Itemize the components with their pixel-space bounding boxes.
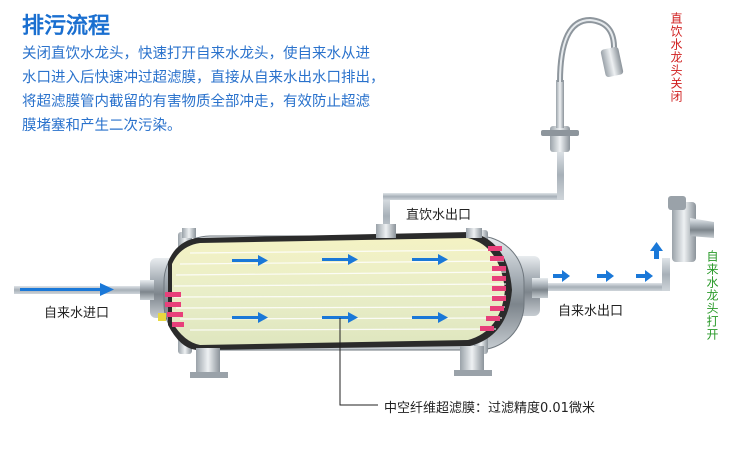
faucet-icon: [668, 196, 714, 262]
direct-pipe-vertical: [557, 150, 564, 200]
membrane-callout-line: [339, 318, 378, 406]
tap-outlet-label: 自来水出口: [558, 304, 624, 319]
description: 关闭直饮水龙头，快速打开自来水龙头，使自来水从进 水口进入后快速冲过超滤膜，直接…: [22, 42, 442, 138]
description-line: 膜堵塞和产生二次污染。: [22, 118, 182, 134]
membrane-label: 中空纤维超滤膜：过滤精度0.01微米: [384, 401, 595, 416]
page-title: 排污流程: [22, 14, 111, 39]
description-line: 将超滤膜管内截留的有害物质全部冲走，有效防止超滤: [22, 94, 370, 110]
outlet-pipe: [530, 283, 670, 291]
description-line: 水口进入后快速冲过超滤膜，直接从自来水出水口排出，: [22, 70, 385, 86]
faucet-icon: [541, 16, 624, 152]
direct-pipe-horizontal: [383, 193, 563, 200]
tap-faucet-open-label: 自来水龙头打开: [705, 250, 719, 341]
outlet-pipe-riser: [662, 258, 670, 291]
flow-arrow-icon: [20, 242, 663, 323]
direct-outlet-label: 直饮水出口: [406, 208, 472, 223]
direct-pipe-up: [383, 196, 390, 236]
description-line: 关闭直饮水龙头，快速打开自来水龙头，使自来水从进: [22, 46, 370, 62]
filter-tank-icon: [140, 224, 548, 378]
inlet-label: 自来水进口: [44, 306, 110, 321]
direct-faucet-closed-label: 直饮水龙头关闭: [669, 12, 683, 103]
